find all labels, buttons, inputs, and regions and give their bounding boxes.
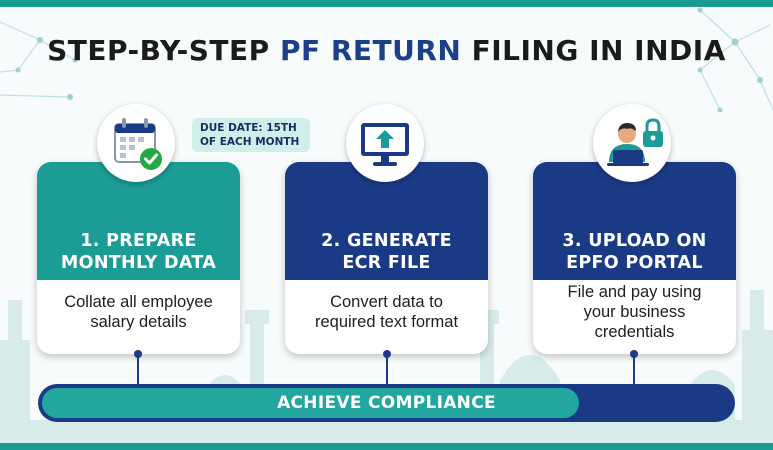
step-desc-line1: Convert data to <box>330 293 443 311</box>
compliance-progress-bar: ACHIEVE COMPLIANCE <box>38 384 735 422</box>
step-title-line2: ECR FILE <box>342 253 431 273</box>
connector-line <box>134 350 142 384</box>
user-laptop-lock-icon <box>593 104 671 182</box>
step-title-line1: 1. PREPARE <box>80 231 197 251</box>
step-description: Convert data to required text format <box>285 280 488 354</box>
progress-fill <box>42 388 580 418</box>
step-desc-line2: your business <box>583 303 686 321</box>
step-card-generate: 2. GENERATE ECR FILE Convert data to req… <box>285 162 488 354</box>
step-title-line1: 2. GENERATE <box>321 231 452 251</box>
step-desc-line1: Collate all employee <box>64 293 213 311</box>
step-card-upload: 3. UPLOAD ON EPFO PORTAL File and pay us… <box>533 162 736 354</box>
step-title-line1: 3. UPLOAD ON <box>562 231 707 251</box>
step-desc-line1: File and pay using <box>567 283 702 301</box>
title-suffix: FILING IN INDIA <box>471 34 726 67</box>
step-desc-line2: salary details <box>90 313 187 331</box>
step-title-line2: MONTHLY DATA <box>60 253 217 273</box>
step-card-header: 2. GENERATE ECR FILE <box>285 162 488 280</box>
connector-dot <box>134 350 142 358</box>
step-card-prepare: 1. PREPARE MONTHLY DATA Collate all empl… <box>37 162 240 354</box>
progress-label: ACHIEVE COMPLIANCE <box>277 393 496 413</box>
title-prefix: STEP-BY-STEP <box>47 34 270 67</box>
monitor-upload-icon <box>346 104 424 182</box>
bottom-accent-bar <box>0 443 773 450</box>
step-desc-line3: credentials <box>594 323 675 341</box>
title-highlight: PF RETURN <box>279 34 462 67</box>
top-accent-bar <box>0 0 773 7</box>
step-title-line2: EPFO PORTAL <box>566 253 703 273</box>
step-description: File and pay using your business credent… <box>533 280 736 354</box>
network-decoration <box>0 7 773 113</box>
connector-line <box>630 350 638 384</box>
due-date-line2: OF EACH MONTH <box>200 136 300 148</box>
connector-line <box>383 350 391 384</box>
connector-dot <box>630 350 638 358</box>
step-desc-line2: required text format <box>314 313 459 331</box>
due-date-badge: DUE DATE: 15TH OF EACH MONTH <box>192 118 310 152</box>
due-date-line1: DUE DATE: 15TH <box>200 122 297 134</box>
step-description: Collate all employee salary details <box>37 280 240 354</box>
calendar-check-icon <box>97 104 175 182</box>
connector-dot <box>383 350 391 358</box>
page-title: STEP-BY-STEP PF RETURN FILING IN INDIA <box>0 34 773 67</box>
